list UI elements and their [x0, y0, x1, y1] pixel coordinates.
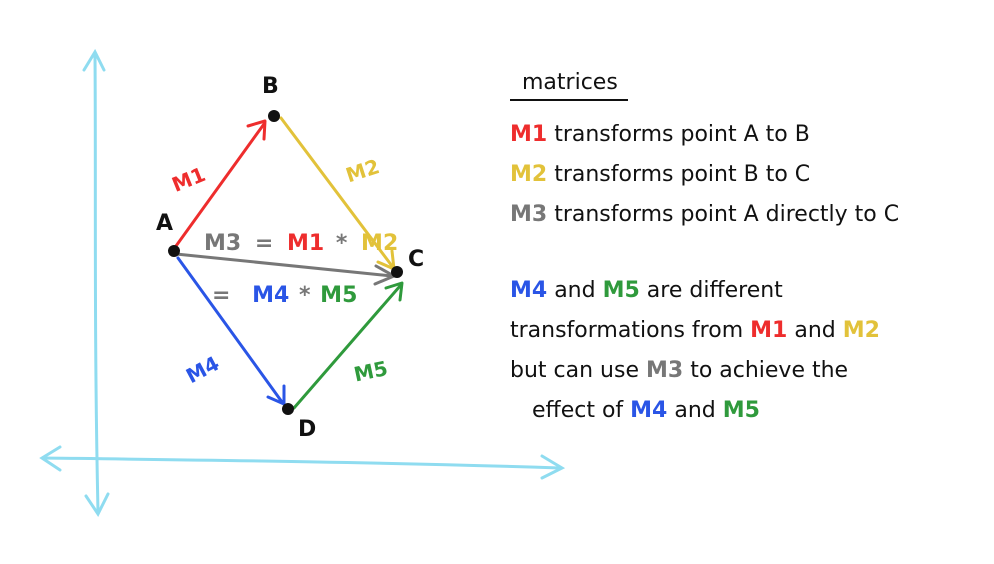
point-b-label: B — [262, 74, 279, 99]
x-axis — [42, 456, 562, 470]
eq1-m2: M2 — [361, 231, 398, 256]
equation-line-2: = M4 * M5 — [212, 283, 357, 308]
note-row-m1-text: transforms point A to B — [554, 122, 810, 147]
equation-line-1: M3 = M1 * M2 — [204, 231, 398, 256]
edge-m2-label: M2 — [343, 154, 383, 187]
note-row-m1-matrix: M1 — [510, 122, 548, 147]
notes-heading: matrices — [510, 70, 628, 101]
para-l4-m4: M4 — [630, 398, 668, 423]
para-l4-text: effect of — [532, 398, 624, 423]
notes-panel: matrices M1 transforms point A to B M2 t… — [510, 70, 980, 431]
point-d-label: D — [298, 417, 316, 442]
x-axis-right-arrowhead — [540, 454, 566, 480]
para-l2-text: transformations from — [510, 318, 744, 343]
point-c-label: C — [408, 247, 424, 272]
para-l4-and: and — [674, 398, 716, 423]
edge-m1-arrowhead — [246, 119, 267, 141]
eq2-m4: M4 — [252, 283, 289, 308]
note-row-m2-text: transforms point B to C — [554, 162, 811, 187]
edge-m1 — [174, 122, 266, 248]
point-a-label: A — [156, 211, 173, 236]
para-l2-and: and — [794, 318, 836, 343]
edge-m3 — [174, 252, 394, 278]
para-line-4: effect of M4 and M5 — [510, 391, 980, 431]
note-row-m3: M3 transforms point A directly to C — [510, 195, 980, 235]
note-row-m1: M1 transforms point A to B — [510, 115, 980, 155]
edge-m4 — [176, 256, 284, 404]
para-l3-rest: to achieve the — [690, 358, 849, 383]
eq1-m1: M1 — [287, 231, 324, 256]
para-l2-m1: M1 — [750, 318, 788, 343]
axes — [39, 48, 566, 517]
edge-m5 — [292, 284, 402, 410]
eq1-equals: = — [255, 231, 273, 256]
edge-m1-label: M1 — [168, 162, 208, 197]
para-line-2: transformations from M1 and M2 — [510, 311, 980, 351]
edge-m4-label: M4 — [182, 351, 223, 388]
point-b-dot — [268, 110, 280, 122]
point-c-dot — [391, 266, 403, 278]
edge-m5-label: M5 — [352, 356, 390, 387]
point-d-dot — [282, 403, 294, 415]
note-row-m2-matrix: M2 — [510, 162, 548, 187]
para-l2-m2: M2 — [842, 318, 880, 343]
para-l4-m5: M5 — [722, 398, 760, 423]
point-a-dot — [168, 245, 180, 257]
para-l3-m3: M3 — [645, 358, 684, 383]
x-axis-left-arrowhead — [39, 445, 62, 472]
para-l1-m4: M4 — [510, 278, 548, 303]
edge-m2 — [279, 116, 394, 268]
eq1-m3: M3 — [204, 231, 241, 256]
y-axis-bottom-arrowhead — [84, 492, 110, 517]
note-row-m2: M2 transforms point B to C — [510, 155, 980, 195]
eq2-star: * — [299, 283, 311, 308]
note-row-m3-text: transforms point A directly to C — [554, 202, 900, 227]
para-l1-and: and — [554, 278, 596, 303]
eq2-m5: M5 — [320, 283, 357, 308]
edge-m5-arrowhead — [384, 281, 404, 302]
eq2-equals: = — [212, 283, 230, 308]
para-l1-rest: are different — [646, 278, 783, 303]
edge-m4-arrowhead — [266, 384, 286, 406]
para-l3-text: but can use — [510, 358, 639, 383]
para-l1-m5: M5 — [602, 278, 640, 303]
notes-paragraph: M4 and M5 are different transformations … — [510, 271, 980, 431]
para-line-1: M4 and M5 are different — [510, 271, 980, 311]
y-axis — [93, 53, 100, 514]
eq1-star: * — [336, 231, 348, 256]
para-line-3: but can use M3 to achieve the — [510, 351, 980, 391]
note-row-m3-matrix: M3 — [510, 202, 548, 227]
y-axis-top-arrowhead — [82, 48, 106, 72]
